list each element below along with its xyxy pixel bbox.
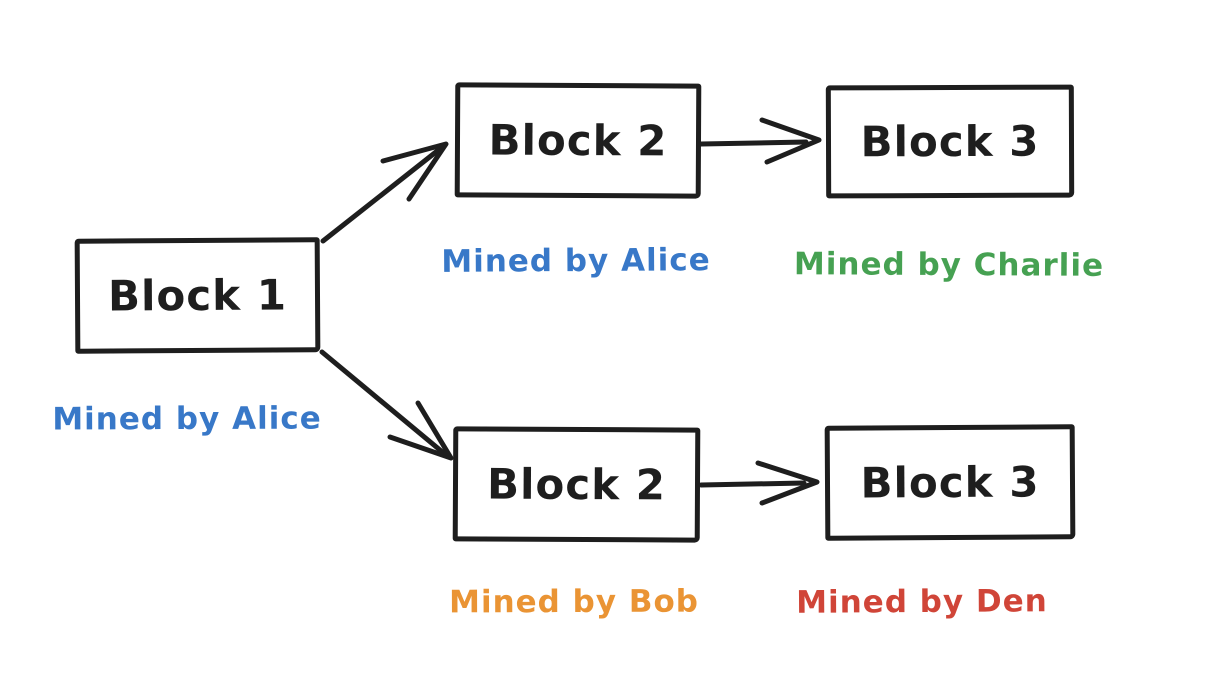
- block-2-top-label: Block 2: [488, 115, 668, 166]
- block-2-bottom-node[interactable]: Block 2: [452, 426, 701, 543]
- block-3-bottom-node[interactable]: Block 3: [824, 424, 1076, 541]
- arrow-block2-bottom-to-block3-bottom: [698, 460, 820, 506]
- block-3-top-node[interactable]: Block 3: [825, 84, 1075, 199]
- block-2-top-node[interactable]: Block 2: [454, 82, 702, 199]
- block-3-top-miner-label: Mined by Charlie: [793, 246, 1105, 284]
- block-1-node[interactable]: Block 1: [74, 237, 321, 354]
- block-1-label: Block 1: [107, 270, 288, 321]
- arrow-block1-to-block2-top: [320, 141, 449, 244]
- arrow-block1-to-block2-bottom: [319, 349, 454, 461]
- block-2-top-miner-label: Mined by Alice: [441, 242, 711, 280]
- arrow-block2-top-to-block3-top: [698, 117, 822, 165]
- block-2-bottom-label: Block 2: [486, 459, 667, 510]
- block-3-bottom-miner-label: Mined by Den: [796, 583, 1048, 621]
- block-3-bottom-label: Block 3: [860, 457, 1040, 508]
- block-2-bottom-miner-label: Mined by Bob: [448, 583, 699, 621]
- block-1-miner-label: Mined by Alice: [52, 400, 322, 438]
- block-3-top-label: Block 3: [860, 116, 1040, 167]
